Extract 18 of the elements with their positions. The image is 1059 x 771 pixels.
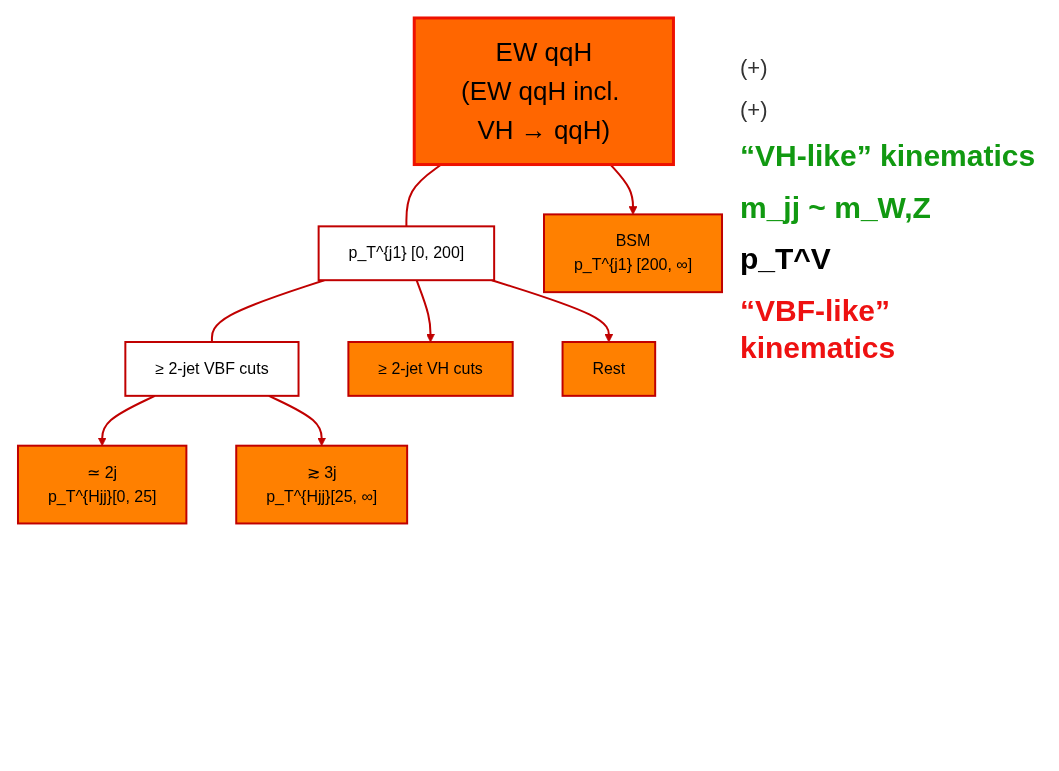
arrow [97,394,156,447]
node-box: ≥ 2-jet VH cuts [347,341,514,397]
annotation-text: p_T^V [740,241,832,277]
node-box: ≥ 2-jet VBF cuts [124,341,300,397]
plus-note: (+) [740,54,769,82]
annotation-text: “VH-like” kinematics [740,138,1037,174]
node-box: EW qqH (EW qqH incl. VH → qqH) [412,16,675,167]
annotation-text: “VBF-like” kinematics [740,292,897,366]
node-box: p_T^{j1} [0, 200] [317,225,496,282]
arrow [490,279,614,343]
node-box: BSM p_T^{j1} [200, ∞] [543,213,723,294]
arrow [415,279,435,343]
node-box: ≃ 2j p_T^{Hjj}[0, 25] [17,444,188,525]
annotation-text: m_jj ~ m_W,Z [740,189,932,226]
node-box: Rest [561,341,657,397]
node-box: ≳ 3j p_T^{Hjj}[25, ∞] [235,444,409,525]
arrow [267,394,327,447]
plus-note: (+) [740,95,769,123]
